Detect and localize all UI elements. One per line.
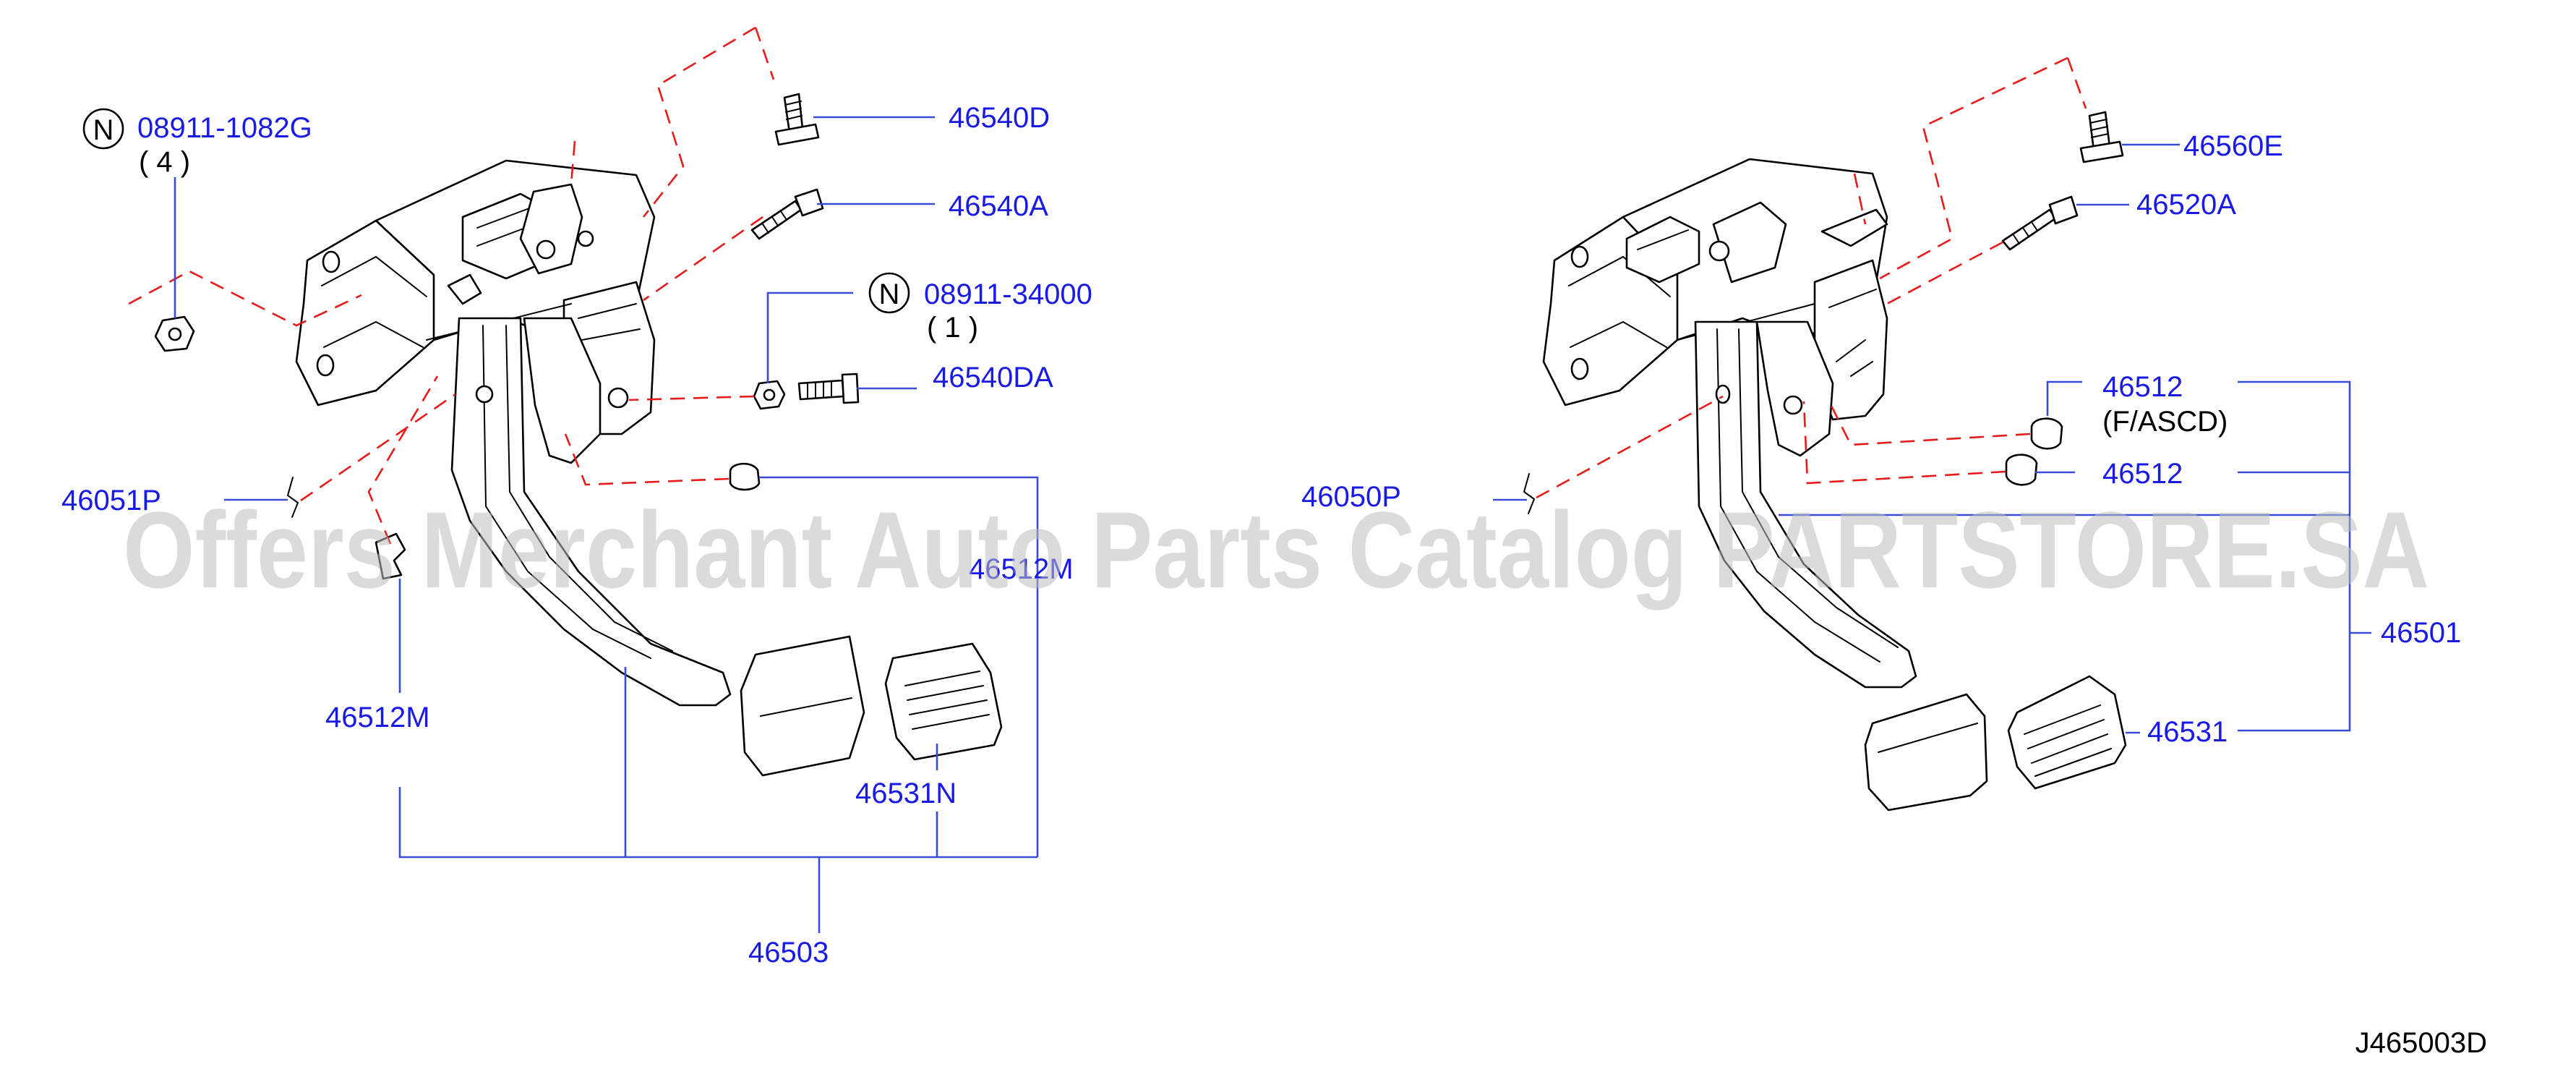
left-note-nut-qty: ( 4 ): [139, 146, 190, 178]
left-stopper-lower: [375, 532, 406, 580]
left-pedal-pad: [884, 642, 1003, 761]
right-label-switch-stopper-a-note: (F/ASCD): [2102, 406, 2228, 438]
left-washer-nut: [753, 380, 786, 410]
right-label-pad[interactable]: 46531: [2147, 716, 2228, 748]
left-label-assembly[interactable]: 46503: [748, 937, 829, 969]
diagram-code: J465003D: [2355, 1027, 2487, 1059]
left-brake-pedal-arm: [450, 317, 865, 777]
left-label-bolt-top[interactable]: 46540D: [949, 102, 1050, 134]
left-label-bolt-side[interactable]: 46540A: [949, 190, 1048, 222]
left-label-bolt-lower[interactable]: 46540DA: [933, 362, 1053, 393]
left-note-washer-symbol-letter: N: [879, 278, 900, 310]
right-pedal-bracket: [1542, 158, 1888, 421]
right-pedal-assembly: 46560E 46520A 46512 (F/ASCD) 46512 46050…: [1301, 56, 2461, 812]
left-label-stopper-upper[interactable]: 46512M: [969, 553, 1074, 585]
right-clip: [1523, 473, 1536, 514]
watermark: Offers Merchant Auto Parts Catalog PARTS…: [123, 489, 2429, 610]
left-note-washer-qty: ( 1 ): [927, 312, 978, 344]
right-label-bolt-top[interactable]: 46560E: [2183, 130, 2283, 162]
left-bolt-side: [750, 188, 824, 240]
left-note-nut-symbol-letter: N: [93, 114, 114, 146]
left-nut: [154, 315, 195, 352]
left-label-pad[interactable]: 46531N: [855, 778, 957, 809]
left-note-washer-symbol: [868, 272, 910, 314]
left-bolt-top: [774, 93, 820, 146]
left-bolt-lower: [797, 373, 860, 404]
left-pedal-assembly: N N 08911-1082G ( 4 ) 46540D 46540A 0891…: [61, 26, 1092, 969]
left-label-stopper[interactable]: 46512M: [325, 702, 430, 733]
left-stopper-rubber: [729, 462, 761, 491]
right-label-assembly[interactable]: 46501: [2381, 617, 2461, 649]
right-switch-stopper-b: [2005, 454, 2038, 486]
right-brake-pedal-arm: [1694, 320, 1988, 812]
left-note-washer-part[interactable]: 08911-34000: [924, 278, 1092, 310]
right-switch-stopper-a: [2030, 417, 2063, 450]
right-label-switch-stopper-b[interactable]: 46512: [2102, 458, 2183, 490]
right-label-clip[interactable]: 46050P: [1301, 481, 1401, 513]
right-bolt-top: [2079, 111, 2124, 163]
right-label-switch-stopper-a[interactable]: 46512: [2102, 371, 2183, 403]
right-bolt-side: [2001, 195, 2079, 251]
left-note-nut-symbol: [82, 108, 124, 150]
right-label-bolt-side[interactable]: 46520A: [2136, 189, 2236, 221]
left-note-nut-part[interactable]: 08911-1082G: [137, 112, 312, 144]
right-pedal-pad: [2007, 675, 2127, 790]
left-label-clip[interactable]: 46051P: [61, 485, 161, 516]
left-clip: [286, 477, 299, 518]
